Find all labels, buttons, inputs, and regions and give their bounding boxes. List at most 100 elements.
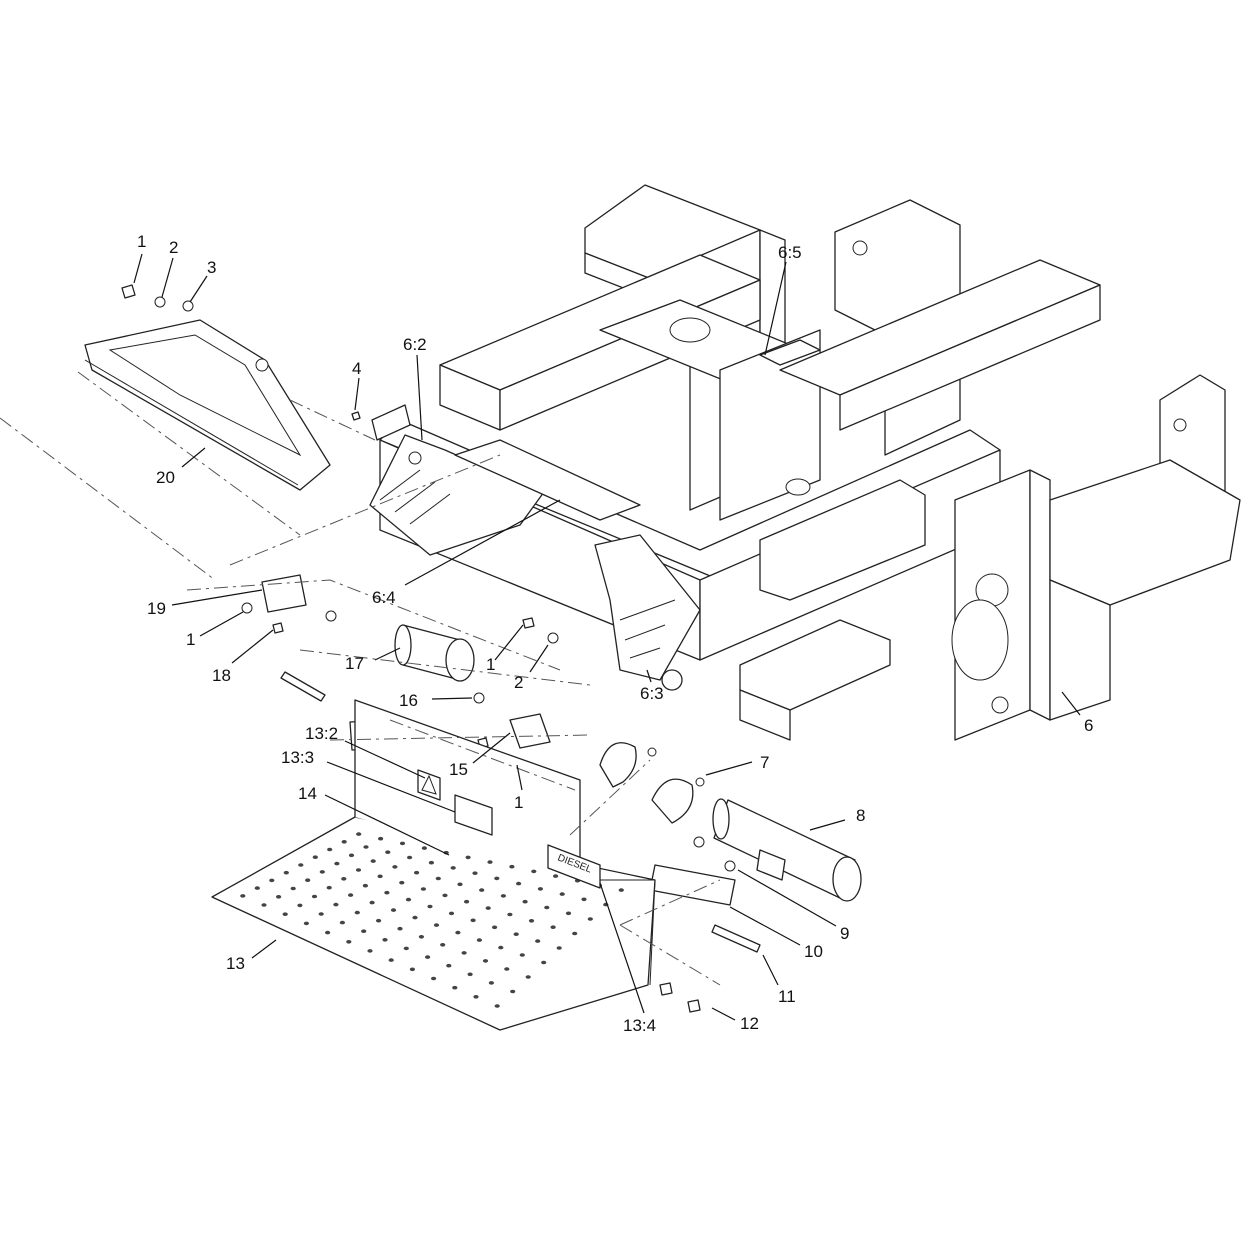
perforation-hole bbox=[494, 1004, 500, 1008]
perforation-hole bbox=[507, 912, 513, 917]
perforation-hole bbox=[384, 890, 390, 895]
perforation-hole bbox=[333, 902, 339, 907]
perforation-hole bbox=[522, 899, 528, 904]
perforation-hole bbox=[290, 886, 296, 891]
assembly-lines bbox=[0, 371, 721, 986]
callout-2: 2 bbox=[514, 673, 523, 692]
perforation-hole bbox=[473, 995, 479, 999]
leader-lines bbox=[133, 253, 1081, 1021]
perforation-hole bbox=[412, 915, 418, 920]
callout-1: 1 bbox=[514, 793, 523, 812]
perforation-hole bbox=[346, 940, 352, 944]
perforation-hole bbox=[378, 836, 384, 841]
perforation-hole bbox=[414, 870, 420, 875]
perforation-hole bbox=[455, 930, 461, 935]
perforation-hole bbox=[382, 938, 388, 942]
callout-16: 16 bbox=[399, 691, 418, 710]
callout-6-4: 6:4 bbox=[372, 588, 396, 607]
perforation-hole bbox=[487, 860, 493, 864]
callout-11: 11 bbox=[778, 987, 796, 1006]
perforation-hole bbox=[377, 874, 383, 879]
perforation-hole bbox=[355, 868, 362, 872]
callout-1: 1 bbox=[186, 630, 195, 649]
perforation-hole bbox=[470, 918, 476, 923]
perforation-hole bbox=[535, 939, 541, 943]
perforation-hole bbox=[500, 894, 506, 898]
callout-8: 8 bbox=[856, 806, 865, 825]
callout-13-3: 13:3 bbox=[281, 748, 314, 767]
perforation-hole bbox=[510, 989, 516, 994]
perforation-hole bbox=[361, 929, 367, 933]
perforation-hole bbox=[509, 864, 515, 869]
perforation-hole bbox=[467, 972, 473, 977]
perforation-hole bbox=[341, 877, 347, 881]
perforation-hole bbox=[327, 847, 333, 852]
perforation-hole bbox=[581, 897, 587, 902]
perforation-hole bbox=[448, 911, 455, 916]
perforation-hole bbox=[348, 853, 355, 858]
perforation-hole bbox=[363, 845, 369, 849]
perforation-hole bbox=[513, 932, 519, 936]
perforation-hole bbox=[516, 881, 522, 886]
perforation-hole bbox=[550, 925, 556, 929]
perforation-hole bbox=[354, 910, 360, 915]
perforation-hole bbox=[482, 959, 489, 963]
perforation-hole bbox=[362, 883, 368, 888]
perforation-hole bbox=[525, 975, 531, 979]
floor-plate-part-13: DIESEL bbox=[211, 699, 656, 1031]
perforation-hole bbox=[318, 912, 324, 916]
callout-6-3: 6:3 bbox=[640, 684, 664, 703]
perforation-hole bbox=[326, 885, 332, 890]
callout-1: 1 bbox=[137, 232, 146, 251]
perforation-hole bbox=[425, 955, 431, 959]
main-frame bbox=[369, 184, 1241, 741]
callout-18: 18 bbox=[212, 666, 231, 685]
perforation-hole bbox=[433, 923, 440, 927]
perforation-hole bbox=[305, 878, 311, 882]
callout-1: 1 bbox=[486, 655, 495, 674]
perforation-hole bbox=[446, 963, 452, 968]
perforation-hole bbox=[297, 903, 303, 908]
perforation-hole bbox=[519, 953, 525, 957]
callout-13: 13 bbox=[226, 954, 245, 973]
perforation-hole bbox=[348, 893, 354, 897]
perforation-hole bbox=[405, 897, 412, 902]
perforation-hole bbox=[254, 886, 260, 890]
perforation-hole bbox=[418, 935, 424, 939]
perforation-hole bbox=[283, 870, 289, 875]
perforation-hole bbox=[494, 876, 500, 881]
callout-6-5: 6:5 bbox=[778, 243, 802, 262]
perforation-hole bbox=[541, 960, 547, 965]
perforation-hole bbox=[442, 893, 448, 898]
callout-7: 7 bbox=[760, 753, 769, 772]
perforation-hole bbox=[450, 866, 456, 870]
callout-12: 12 bbox=[740, 1014, 759, 1033]
callout-15: 15 bbox=[449, 760, 468, 779]
callout-6: 6 bbox=[1084, 716, 1093, 735]
perforation-hole bbox=[325, 930, 331, 935]
callout-20: 20 bbox=[156, 468, 175, 487]
perforation-hole bbox=[587, 917, 593, 921]
perforation-hole bbox=[312, 855, 318, 859]
floor-plate-holes bbox=[240, 832, 624, 1008]
perforation-hole bbox=[479, 888, 485, 892]
callout-19: 19 bbox=[147, 599, 166, 618]
callout-2: 2 bbox=[169, 238, 178, 257]
perforation-hole bbox=[504, 967, 510, 971]
callout-9: 9 bbox=[840, 924, 849, 943]
perforation-hole bbox=[528, 919, 535, 923]
callout-10: 10 bbox=[804, 942, 823, 961]
callout-labels: 1 2 3 4 6:2 6:5 20 6:4 19 1 18 17 1 2 6:… bbox=[137, 232, 1093, 1035]
perforation-hole bbox=[559, 892, 565, 896]
perforation-hole bbox=[420, 887, 426, 891]
perforation-hole bbox=[282, 912, 288, 916]
callout-17: 17 bbox=[345, 654, 364, 673]
perforation-hole bbox=[403, 946, 409, 951]
perforation-hole bbox=[440, 943, 446, 947]
perforation-hole bbox=[276, 895, 282, 899]
perforation-hole bbox=[492, 925, 498, 930]
callout-4: 4 bbox=[352, 359, 361, 378]
perforation-hole bbox=[476, 938, 482, 942]
perforation-hole bbox=[298, 863, 304, 867]
